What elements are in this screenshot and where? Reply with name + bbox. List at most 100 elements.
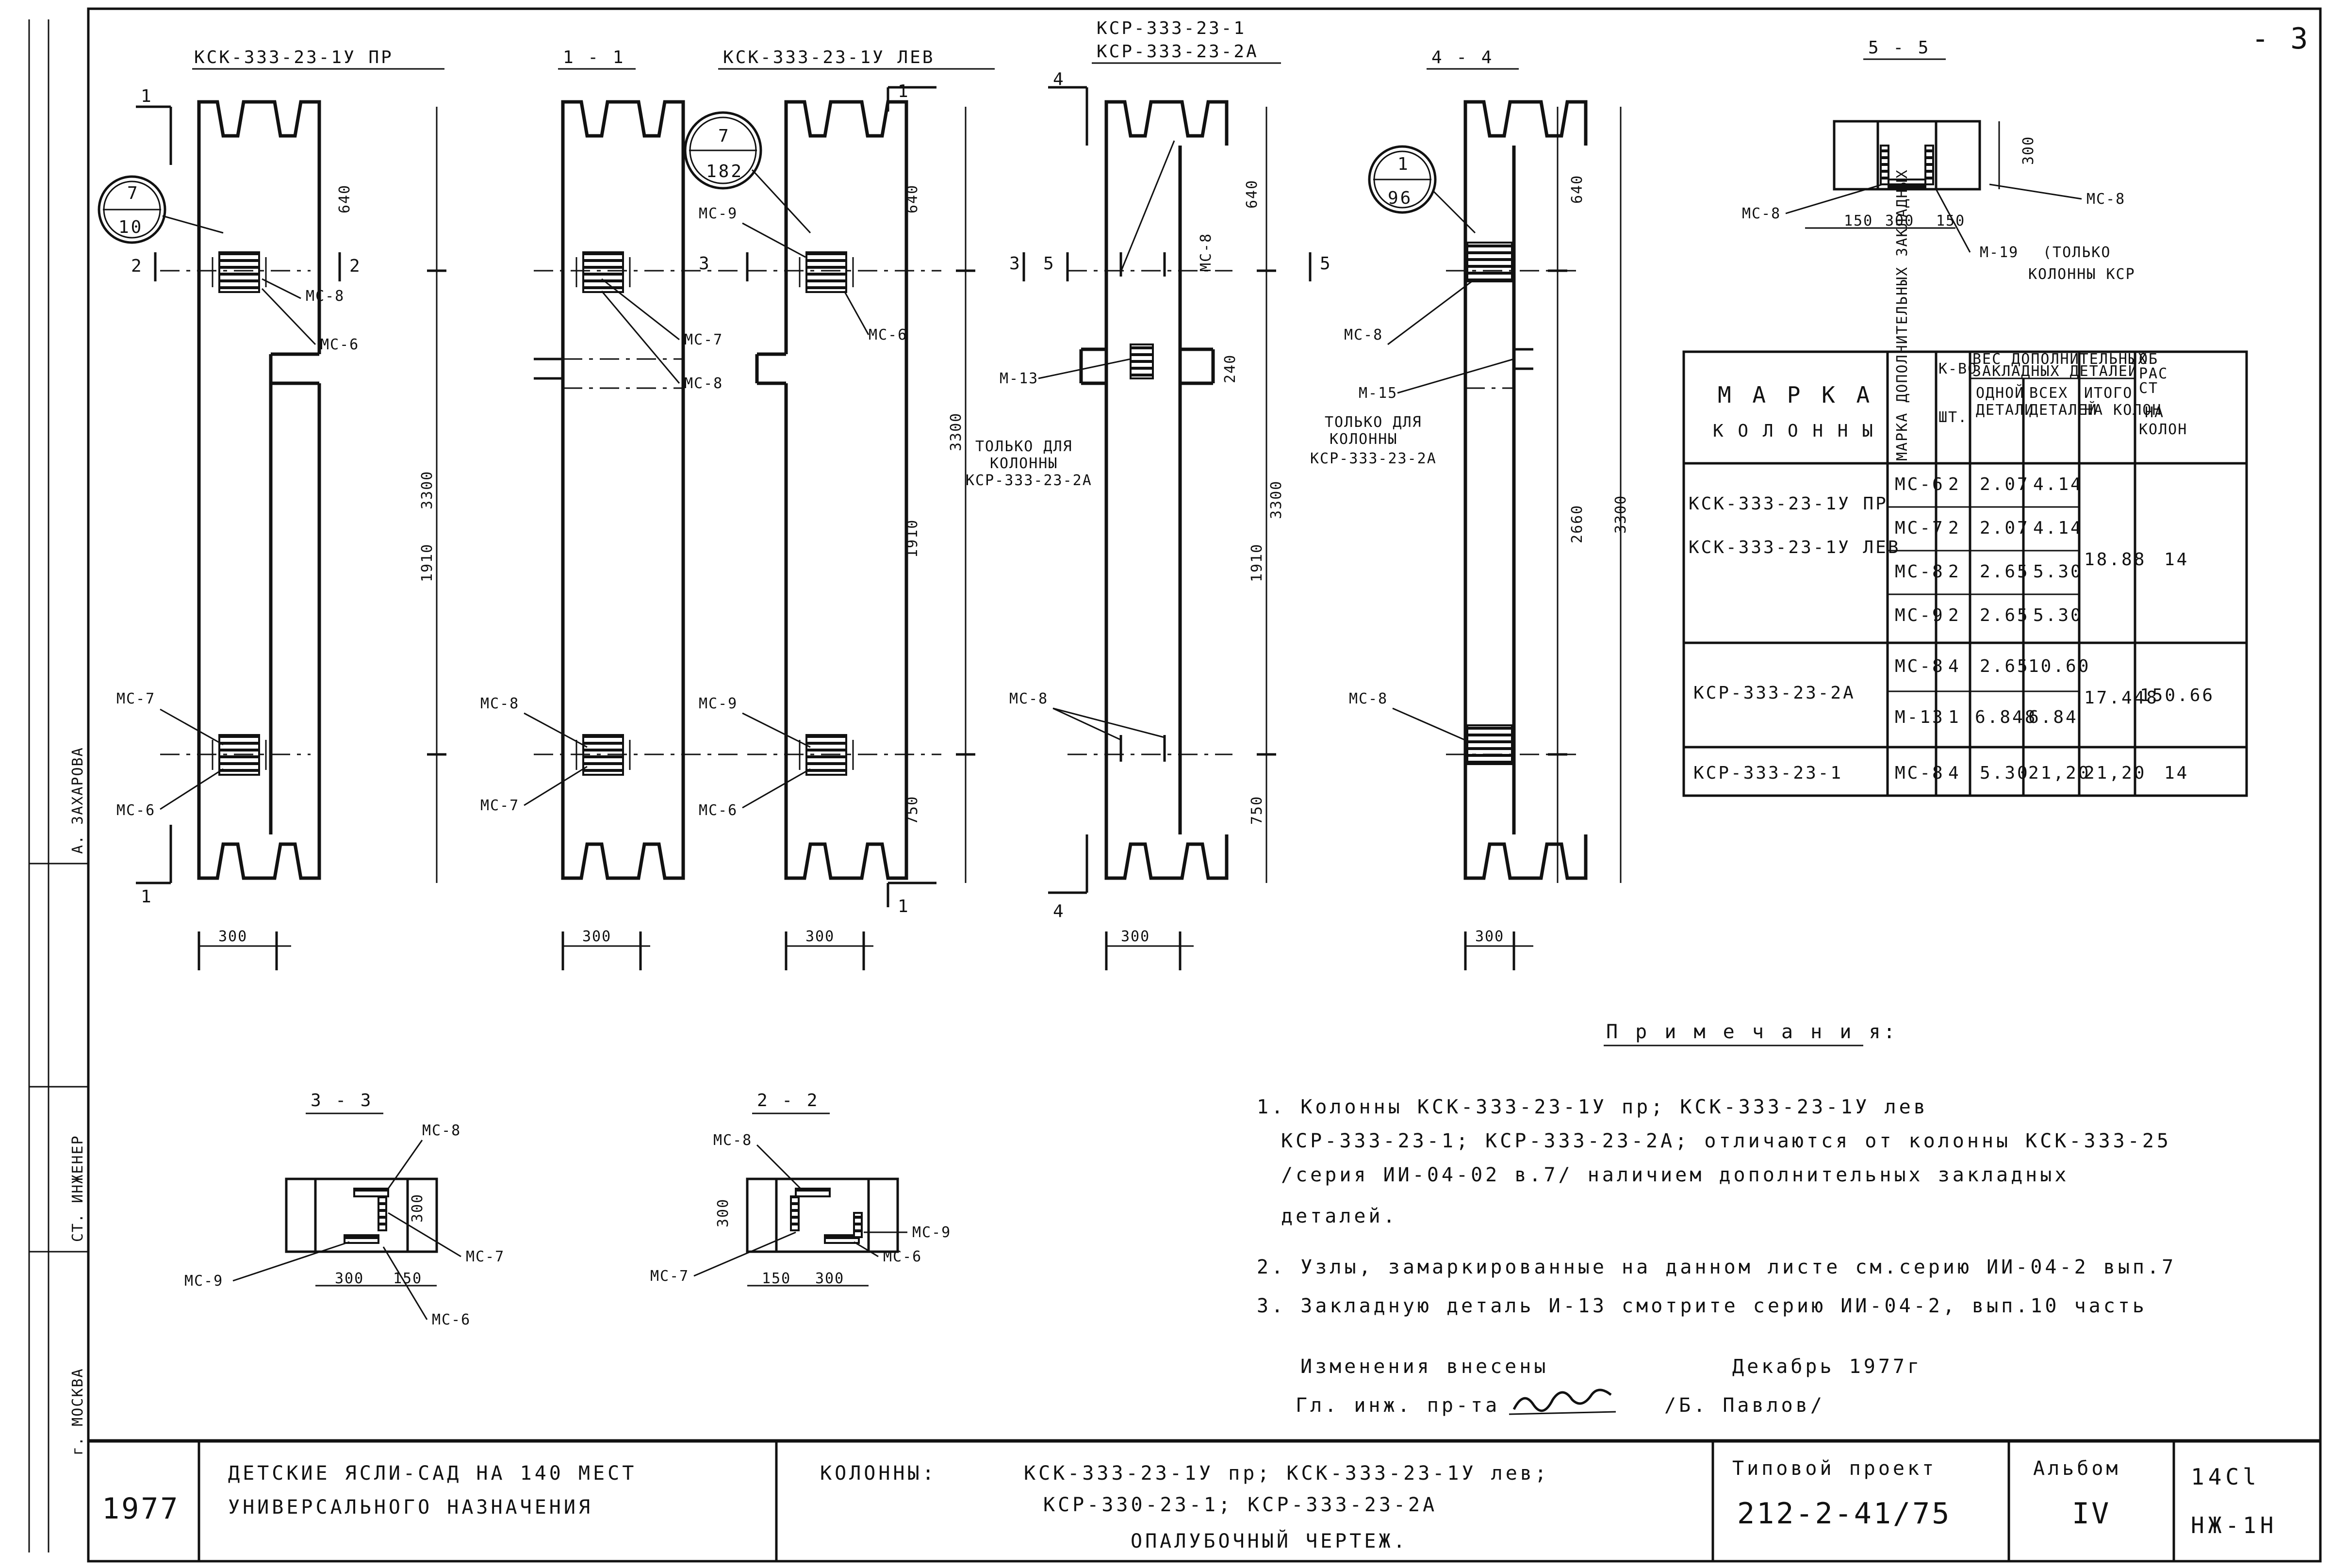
signature-icon	[1512, 1388, 1612, 1412]
svg-text:3: 3	[699, 254, 711, 274]
svg-text:МС-8: МС-8	[1009, 690, 1048, 707]
svg-text:5.30: 5.30	[1980, 763, 2030, 783]
title-line-3: ОПАЛУБОЧНЫЙ ЧЕРТЕЖ.	[1131, 1529, 1408, 1552]
svg-text:2: 2	[131, 256, 144, 276]
svg-text:1910: 1910	[904, 519, 921, 558]
svg-text:300: 300	[218, 928, 247, 945]
column-view-ksk-lev: КСК-333-23-1У ЛЕВ 7 182 МС-9 3 МС-6 МС-9…	[684, 48, 995, 970]
svg-text:750: 750	[1248, 796, 1265, 825]
code-1: 14Cl	[2191, 1464, 2260, 1490]
label-mc6b: МС-6	[116, 802, 155, 819]
title-line-1: КСК-333-23-1У пр; КСК-333-23-1У лев;	[1024, 1462, 1549, 1485]
svg-text:МС-7: МС-7	[684, 331, 723, 348]
svg-text:4: 4	[1053, 901, 1066, 921]
svg-text:2.07: 2.07	[1980, 518, 2030, 538]
svg-text:150.66: 150.66	[2140, 686, 2215, 705]
svg-text:ВЕС ДОПОЛНИТЕЛЬНЫХ: ВЕС ДОПОЛНИТЕЛЬНЫХ	[1972, 351, 2148, 368]
svg-text:МС-6: МС-6	[1895, 474, 1945, 494]
svg-text:ИТОГО: ИТОГО	[2084, 385, 2133, 402]
svg-text:МС-9: МС-9	[1895, 605, 1945, 625]
svg-text:ОДНОЙ: ОДНОЙ	[1976, 384, 2024, 402]
svg-text:2.65: 2.65	[1980, 656, 2030, 676]
svg-text:2.65: 2.65	[1980, 562, 2030, 582]
svg-text:2660: 2660	[1569, 505, 1586, 543]
note-line: 1. Колонны КСК-333-23-1У пр; КСК-333-23-…	[1257, 1096, 1928, 1118]
svg-text:7: 7	[718, 126, 731, 146]
svg-text:300: 300	[805, 928, 835, 945]
svg-text:96: 96	[1388, 188, 1412, 208]
svg-text:300: 300	[1121, 928, 1150, 945]
table-row: МС-9 2 2.65 5.30	[1895, 605, 2081, 625]
svg-text:640: 640	[904, 184, 921, 213]
svg-text:182: 182	[706, 162, 743, 181]
table-cell: КСР-333-23-2А	[1693, 683, 1856, 703]
svg-text:МС-6: МС-6	[699, 802, 738, 819]
parts-table: М А Р К А К О Л О Н Н Ы МАРКА ДОПОЛНИТЕЛ…	[1682, 169, 2248, 797]
svg-text:МС-8: МС-8	[684, 375, 723, 392]
svg-text:240: 240	[1222, 354, 1239, 383]
svg-text:1: 1	[141, 86, 153, 106]
view-title: 5 - 5	[1868, 38, 1930, 58]
svg-text:МС-7: МС-7	[480, 797, 519, 814]
svg-text:ТОЛЬКО ДЛЯ: ТОЛЬКО ДЛЯ	[975, 438, 1073, 455]
svg-text:5: 5	[1043, 254, 1056, 274]
svg-text:К О Л О Н Н Ы: К О Л О Н Н Ы	[1713, 421, 1875, 441]
svg-text:5.30: 5.30	[2033, 562, 2083, 582]
svg-text:МС-8: МС-8	[1895, 562, 1945, 582]
svg-text:КСР-333-23-1: КСР-333-23-1	[1097, 18, 1246, 38]
svg-text:10.60: 10.60	[2028, 656, 2090, 676]
table-header-mark: М А Р К А	[1718, 382, 1873, 408]
svg-text:НА КОЛОН: НА КОЛОН	[2084, 402, 2162, 419]
svg-text:300: 300	[1475, 928, 1504, 945]
svg-text:КОЛОННЫ: КОЛОННЫ	[1330, 431, 1397, 448]
svg-text:300: 300	[335, 1270, 364, 1287]
svg-text:МС-9: МС-9	[699, 695, 738, 712]
table-cell: КСК-333-23-1У ЛЕВ	[1689, 538, 1900, 557]
svg-text:КСР-333-23-2А: КСР-333-23-2А	[1097, 42, 1259, 62]
changes-chief: Гл. инж. пр-та	[1296, 1394, 1500, 1417]
svg-text:МС-6: МС-6	[869, 327, 907, 343]
svg-text:3300: 3300	[1268, 480, 1285, 519]
svg-text:ШТ.: ШТ.	[1938, 409, 1968, 426]
svg-text:1: 1	[1948, 707, 1961, 727]
svg-text:МС-7: МС-7	[466, 1248, 505, 1265]
svg-text:МС-8: МС-8	[1895, 763, 1945, 783]
svg-text:ДЕТАЛИ: ДЕТАЛИ	[1976, 402, 2034, 419]
table-row: МС-8 2 2.65 5.30	[1895, 562, 2083, 582]
svg-text:1: 1	[1397, 154, 1410, 174]
svg-text:300: 300	[409, 1193, 426, 1223]
svg-text:17.448: 17.448	[2084, 688, 2159, 708]
svg-text:4: 4	[1948, 656, 1961, 676]
svg-text:2: 2	[1948, 518, 1961, 538]
side-stamp: г. МОСКВА СТ. ИНЖЕНЕР А. ЗАХАРОВА	[28, 19, 88, 1552]
svg-text:150: 150	[762, 1270, 791, 1287]
svg-text:(ТОЛЬКО: (ТОЛЬКО	[2043, 244, 2111, 261]
svg-text:1: 1	[898, 82, 910, 101]
title-label: КОЛОННЫ:	[820, 1462, 937, 1485]
svg-text:150: 150	[393, 1270, 422, 1287]
svg-text:750: 750	[904, 796, 921, 825]
svg-text:СТ: СТ	[2139, 380, 2158, 397]
svg-text:КОЛОННЫ: КОЛОННЫ	[990, 455, 1058, 472]
svg-text:МС-7: МС-7	[1895, 518, 1945, 538]
svg-text:3300: 3300	[948, 412, 965, 451]
title-line-2: КСР-330-23-1; КСР-333-23-2А	[1043, 1494, 1437, 1516]
project-number: 212-2-41/75	[1737, 1497, 1951, 1531]
note-line: КСР-333-23-1; КСР-333-23-2А; отличаются …	[1281, 1130, 2171, 1152]
svg-text:5: 5	[1320, 254, 1332, 274]
code-2: НЖ-1Н	[2191, 1512, 2277, 1538]
svg-text:2: 2	[1948, 562, 1961, 582]
svg-text:300: 300	[582, 928, 611, 945]
svg-text:МС-8: МС-8	[1344, 327, 1383, 343]
title-object-1: ДЕТСКИЕ ЯСЛИ-САД НА 140 МЕСТ	[228, 1462, 637, 1485]
table-row: МС-8 4 2.65 10.60	[1895, 656, 2090, 676]
svg-text:14: 14	[2164, 550, 2189, 570]
note-line: 3. Закладную деталь И-13 смотрите серию …	[1257, 1295, 2147, 1317]
svg-text:КСР-333-23-2А: КСР-333-23-2А	[1310, 450, 1437, 467]
table-row: М-13 1 6.848 6.84	[1895, 707, 2076, 727]
album-label: Альбом	[2033, 1457, 2121, 1480]
svg-text:300: 300	[815, 1270, 844, 1287]
svg-text:4.14: 4.14	[2033, 518, 2083, 538]
view-title: КСК-333-23-1У ПР	[194, 48, 394, 67]
column-view-4-4: 4 - 4 1 96 МС-8 М-15 ТОЛЬКО ДЛЯ КОЛОННЫ …	[1310, 48, 1629, 970]
